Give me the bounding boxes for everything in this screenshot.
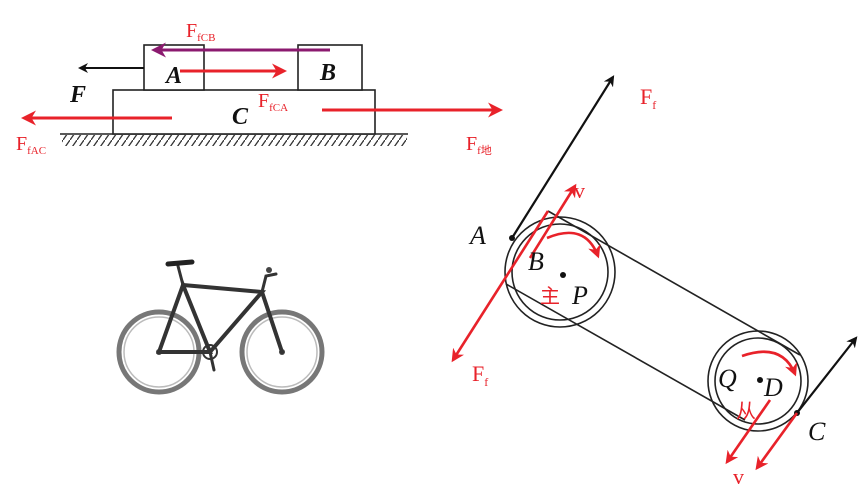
point-c-label: C: [808, 417, 826, 446]
block-a-label: A: [164, 63, 182, 89]
ground-hatch: [62, 135, 407, 146]
friction-cb-label: FfCB: [186, 20, 215, 44]
driving-wheel-label: 主: [540, 284, 560, 308]
center-p-dot: [560, 272, 566, 278]
center-q-dot: [757, 377, 763, 383]
velocity-top-arrow: [528, 183, 577, 259]
point-q-label: Q: [718, 364, 737, 393]
belt-bottom-run: [505, 283, 746, 421]
driving-pulley-inner: [511, 223, 609, 321]
friction-right-arrow: [796, 336, 858, 414]
block-diagram: A B C F FfCB FfCA FfAC Ff地: [16, 20, 503, 157]
point-d-label: D: [763, 373, 783, 402]
point-b-label: B: [528, 247, 544, 276]
rotation-arc-driving: [546, 231, 601, 259]
velocity-bottom-label: v: [733, 464, 744, 484]
block-b: [297, 44, 363, 91]
friction-left-label: Ff: [472, 361, 488, 389]
applied-force-label: F: [69, 82, 86, 108]
belt-diagram: A B P Q D C 主 从 v v Ff Ff: [451, 75, 858, 489]
velocity-top-label: v: [574, 178, 585, 203]
velocity-bottom-arrow-2: [755, 412, 799, 471]
friction-left-arrow: [451, 210, 550, 363]
friction-ca-label: FfCA: [258, 90, 288, 114]
driven-pulley-outer: [707, 330, 809, 432]
block-c: [112, 89, 376, 135]
driving-pulley-outer: [504, 216, 616, 328]
driven-pulley-inner: [714, 337, 802, 425]
bicycle-icon: [116, 259, 325, 395]
velocity-bottom-arrow-1: [725, 399, 772, 465]
point-a-label: A: [468, 221, 486, 250]
point-p-label: P: [571, 281, 588, 310]
friction-top-arrow: [511, 75, 615, 239]
block-b-label: B: [319, 60, 336, 86]
driven-wheel-label: 从: [736, 399, 756, 423]
rotation-arc-driven: [741, 350, 798, 377]
friction-ground-label: Ff地: [466, 133, 492, 157]
friction-ac-label: FfAC: [16, 133, 46, 157]
friction-top-label: Ff: [640, 84, 656, 112]
block-c-label: C: [232, 104, 249, 130]
